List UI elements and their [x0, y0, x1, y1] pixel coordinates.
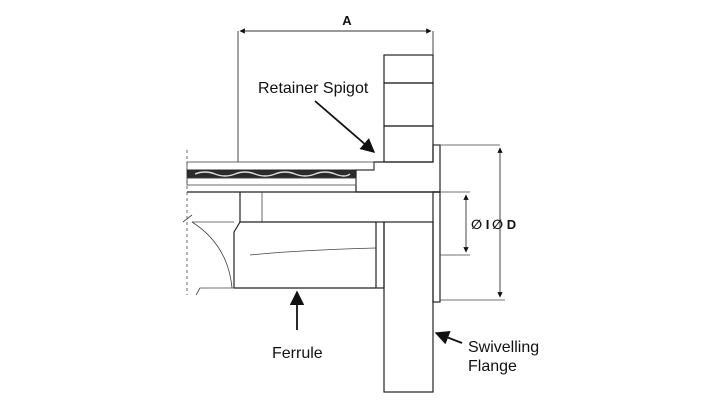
swivelling-flange-arrow [434, 330, 463, 345]
flange-lower-body [383, 221, 434, 393]
hose-outer-cover [186, 161, 375, 171]
dimension-i: ∅ I [440, 191, 489, 256]
dimension-a: A [237, 13, 434, 162]
flange-mid-hatched-block [383, 125, 434, 163]
dimension-a-label: A [342, 13, 352, 28]
dimension-d: ∅ D [440, 147, 516, 301]
ferrule-taper-line [249, 247, 377, 256]
callout-ferrule: Ferrule [272, 290, 323, 362]
hose-outer-bottom [195, 287, 234, 296]
swivelling-flange-upper [383, 54, 434, 163]
swivelling-flange-lower [383, 221, 434, 393]
callout-swivelling-flange: Swivelling Flange [434, 330, 539, 375]
retainer-spigot-label: Retainer Spigot [258, 80, 369, 97]
spigot-nose [356, 191, 441, 303]
swivelling-flange-label-line1: Swivelling [468, 339, 539, 356]
ferrule-left-edge [233, 192, 241, 288]
dimension-i-label: ∅ I [471, 217, 489, 232]
spigot-face [432, 191, 441, 303]
spigot-hatched-section [355, 144, 441, 193]
swivelling-flange-label-line2: Flange [468, 358, 517, 375]
flange-top-hatched-block [383, 54, 434, 84]
hose-liner [186, 177, 357, 186]
retainer-spigot-arrow [314, 100, 376, 153]
hose-break-mark [182, 214, 193, 223]
callout-retainer-spigot: Retainer Spigot [258, 80, 376, 153]
spigot-collar [375, 221, 385, 289]
dimension-d-label: ∅ D [492, 217, 516, 232]
ferrule [191, 192, 377, 296]
flange-bolt-hole-gap [383, 82, 434, 127]
hose-section [182, 150, 375, 295]
ferrule-label: Ferrule [272, 345, 323, 362]
hose-curve [191, 221, 233, 289]
retainer-spigot-body [355, 144, 500, 193]
hose-braid-layer [186, 169, 357, 179]
hose-braid-pattern [194, 171, 351, 177]
